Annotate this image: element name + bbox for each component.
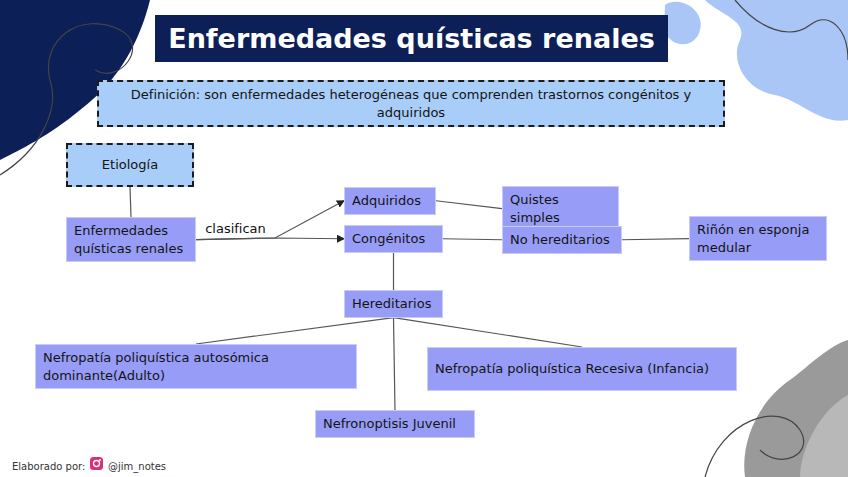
instagram-icon <box>90 457 103 470</box>
process-box: Adquiridos <box>344 187 436 215</box>
edge-label: clasifican <box>203 221 268 236</box>
connector <box>196 318 394 344</box>
process-box: Hereditarios <box>344 290 443 318</box>
node-text: Nefropatía poliquística autosómica domin… <box>43 349 349 384</box>
node-text: Nefropatía poliquística Recesiva (Infanc… <box>435 360 709 378</box>
process-box: Enfermedades quísticas renales <box>66 217 196 262</box>
node-text: Nefronoptisis Juvenil <box>323 415 456 433</box>
connector <box>130 187 131 217</box>
node-text: No hereditarios <box>510 231 610 249</box>
process-box: Congénitos <box>344 225 443 253</box>
definition-box: Definición: son enfermedades heterogénea… <box>97 80 725 127</box>
credit-note: Elaborado por: <box>12 461 85 472</box>
connector <box>196 201 344 240</box>
process-box: Quistes simples <box>502 186 619 231</box>
connector <box>394 318 396 410</box>
node-text: Riñón en esponja medular <box>697 221 819 256</box>
grey-blob <box>744 340 848 477</box>
node-text: Enfermedades quísticas renales <box>74 222 188 257</box>
author-handle: @jim_notes <box>108 461 166 472</box>
node-text: Etiología <box>102 156 158 174</box>
process-box: Nefronoptisis Juvenil <box>315 410 475 438</box>
node-text: Adquiridos <box>352 192 421 210</box>
blue-blob-small <box>664 2 701 44</box>
node-text: Definición: son enfermedades heterogénea… <box>106 86 716 121</box>
node-text: Quistes simples <box>510 191 611 226</box>
process-box: Nefropatía poliquística autosómica domin… <box>35 344 357 389</box>
connector <box>622 239 689 240</box>
connector <box>393 253 394 290</box>
connector <box>436 201 502 209</box>
process-box: Nefropatía poliquística Recesiva (Infanc… <box>427 347 737 391</box>
title: Enfermedades quísticas renales <box>155 15 668 62</box>
process-box: Riñón en esponja medular <box>689 216 827 261</box>
process-box: No hereditarios <box>502 226 622 254</box>
connector <box>394 318 583 347</box>
category-box: Etiología <box>66 143 194 187</box>
curve-line <box>705 416 804 477</box>
connector <box>196 238 344 240</box>
node-text: Congénitos <box>352 230 425 248</box>
connector <box>443 239 502 240</box>
curve-line <box>735 0 848 60</box>
blue-blob <box>705 0 848 121</box>
node-text: Hereditarios <box>352 295 431 313</box>
grey-blob-light <box>800 395 848 477</box>
